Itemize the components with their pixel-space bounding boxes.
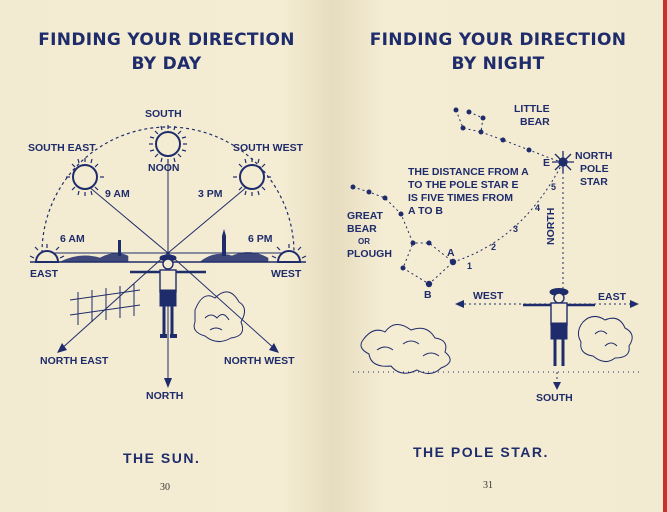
label-distance-2: TO THE POLE STAR E (408, 179, 519, 191)
label-north-pole-2: POLE (580, 163, 609, 175)
label-north-east: NORTH EAST (40, 355, 109, 367)
caption-the-sun: THE SUN. (123, 450, 201, 466)
label-great-bear-4: PLOUGH (347, 248, 392, 260)
label-step-3: 3 (513, 224, 519, 234)
label-west: WEST (271, 268, 302, 280)
label-south: SOUTH (145, 108, 182, 120)
left-title-line2: BY DAY (131, 54, 202, 74)
label-three-pm: 3 PM (198, 188, 223, 200)
sun-rays (50, 160, 286, 384)
label-nine-am: 9 AM (105, 188, 130, 200)
label-south: SOUTH (536, 392, 573, 404)
sun-east-rising-icon (29, 244, 65, 263)
label-little-bear-1: LITTLE (514, 103, 550, 115)
caption-the-pole-star: THE POLE STAR. (413, 444, 549, 460)
sun-noon-icon (149, 125, 187, 163)
label-distance-3: IS FIVE TIMES FROM (408, 192, 514, 204)
pole-star-diagram (350, 107, 643, 390)
west-arrow-head (455, 300, 464, 308)
label-great-bear-1: GREAT (347, 210, 383, 222)
label-north-vertical: NORTH (545, 207, 557, 245)
label-distance-1: THE DISTANCE FROM A (408, 166, 529, 178)
label-north-west: NORTH WEST (224, 355, 295, 367)
label-six-am: 6 AM (60, 233, 85, 245)
label-step-5: 5 (551, 182, 557, 192)
pointer-line (452, 161, 564, 263)
page-number-right: 31 (483, 480, 493, 491)
sun-diagram (29, 125, 307, 388)
label-east: EAST (598, 291, 627, 303)
label-south-east: SOUTH EAST (28, 142, 96, 154)
north-east-arrow-head (57, 343, 67, 353)
right-title-line2: BY NIGHT (451, 54, 545, 74)
north-arrow-head (164, 378, 172, 388)
label-step-2: 2 (491, 242, 497, 252)
label-step-4: 4 (535, 203, 541, 213)
stars (350, 107, 532, 288)
label-great-bear-3: OR (358, 237, 370, 246)
sun-west-setting-icon (271, 244, 307, 263)
horizon-landscape (30, 229, 306, 263)
label-six-pm: 6 PM (248, 233, 273, 245)
sun-south-east-icon (66, 158, 104, 196)
page-number-left: 30 (160, 482, 170, 493)
night-bushes-decoration (353, 316, 643, 374)
label-little-bear-2: BEAR (520, 116, 550, 128)
scout-figure-icon (130, 254, 206, 338)
north-west-arrow-head (269, 343, 279, 353)
label-noon: NOON (148, 162, 180, 174)
label-north-pole-3: STAR (580, 176, 608, 188)
left-title-line1: FINDING YOUR DIRECTION (38, 30, 295, 50)
page-by-day: FINDING YOUR DIRECTION BY DAY (0, 0, 333, 512)
pole-star-icon (552, 151, 574, 173)
label-step-1: 1 (467, 261, 473, 271)
label-distance-4: A TO B (408, 205, 444, 217)
right-title-line1: FINDING YOUR DIRECTION (369, 30, 627, 50)
fence-bushes-decoration (69, 284, 245, 342)
east-arrow-head (630, 300, 639, 308)
page-by-night: FINDING YOUR DIRECTION BY NIGHT (333, 0, 663, 512)
sun-south-west-icon (233, 158, 271, 196)
great-bear-constellation (352, 186, 454, 285)
label-star-b: B (424, 289, 432, 301)
label-west: WEST (473, 290, 504, 302)
south-arrow-head (553, 382, 561, 390)
label-south-west: SOUTH WEST (233, 142, 303, 154)
label-east: EAST (30, 268, 59, 280)
label-north: NORTH (146, 390, 184, 402)
scout-back-figure-icon (523, 288, 595, 366)
label-star-e: E (543, 157, 551, 169)
label-great-bear-2: BEAR (347, 223, 377, 235)
label-north-pole-1: NORTH (575, 150, 613, 162)
label-star-a: A (447, 247, 455, 259)
